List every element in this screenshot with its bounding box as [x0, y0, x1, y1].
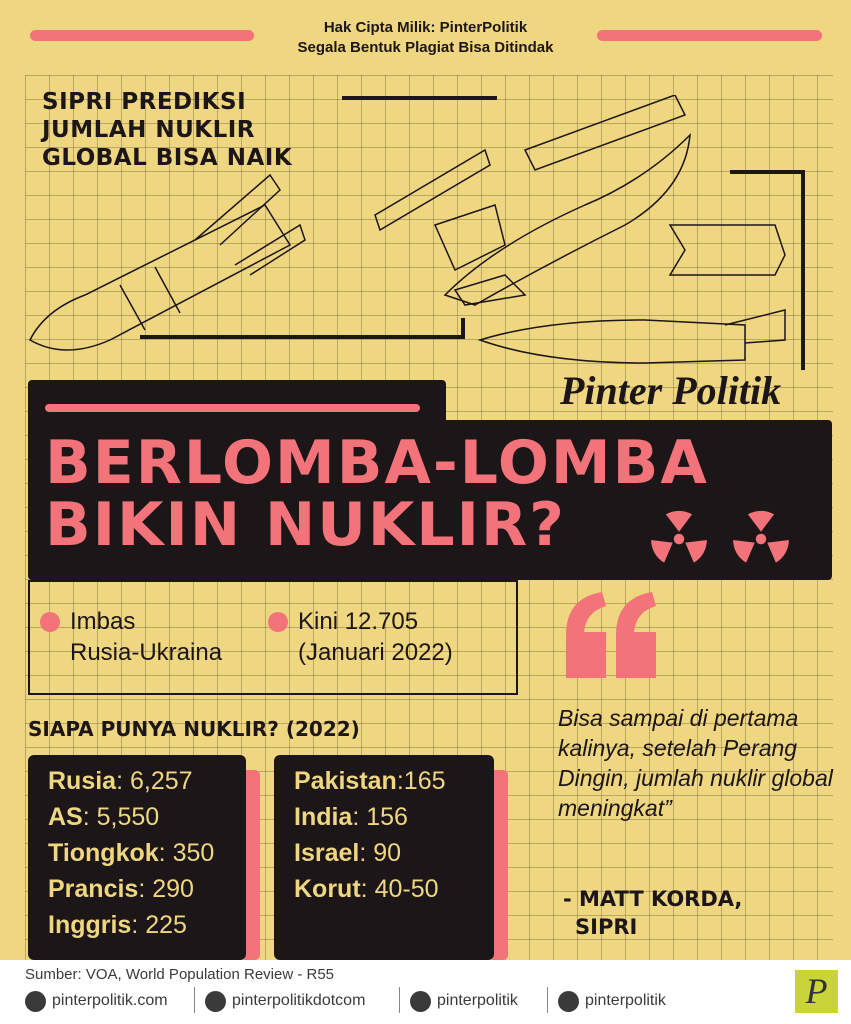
country-value: 290 [152, 875, 194, 903]
facebook-icon [205, 990, 226, 1012]
watermark: Pinter Politik [560, 368, 782, 413]
section-title: SIAPA PUNYA NUKLIR? (2022) [28, 717, 360, 741]
decor-line [801, 170, 805, 370]
country-name: Pakistan [294, 767, 397, 795]
author-line: SIPRI [575, 915, 638, 939]
title-line: BERLOMBA-LOMBA [45, 428, 709, 498]
bullet-dot-icon [268, 612, 288, 632]
country-value: 350 [172, 839, 215, 867]
source-text: Sumber: VOA, World Population Review - R… [25, 966, 335, 983]
subtitle-line: JUMLAH NUKLIR [42, 117, 256, 143]
rack-icon [374, 148, 491, 232]
title-line: BIKIN NUKLIR? [45, 490, 566, 560]
link-text: pinterpolitik [437, 992, 518, 1009]
country-row: India: 156 [294, 803, 408, 831]
country-name: Korut [294, 875, 361, 903]
decor-line [342, 96, 497, 100]
country-name: AS [48, 803, 83, 831]
twitter-icon [558, 990, 579, 1012]
bomb-icon [433, 133, 691, 306]
country-row: Tiongkok: 350 [48, 839, 215, 867]
copyright-notice: Hak Cipta Milik: PinterPolitik Segala Be… [0, 18, 851, 58]
bomb-illustrations [29, 95, 786, 364]
country-value: 40-50 [374, 875, 439, 903]
link-text: pinterpolitik [585, 992, 666, 1009]
country-name: India [294, 803, 353, 831]
country-value: 165 [403, 767, 446, 795]
pylon-icon [523, 95, 687, 171]
copyright-line: Segala Bentuk Plagiat Bisa Ditindak [297, 39, 554, 56]
country-value: 6,257 [130, 767, 193, 795]
quote-author: - MATT KORDA, SIPRI [563, 885, 742, 941]
bullet-dot-icon [40, 612, 60, 632]
radiation-icon [651, 510, 707, 563]
bullet-text: (Januari 2022) [298, 639, 453, 666]
radiation-icon [733, 510, 789, 563]
quote-mark-icon [566, 592, 656, 678]
bullet-text: Rusia-Ukraina [70, 639, 223, 666]
website-link[interactable]: pinterpolitik.com [25, 990, 168, 1012]
country-row: Rusia: 6,257 [48, 767, 193, 795]
decor-bar-right [597, 30, 822, 41]
subtitle: SIPRI PREDIKSI JUMLAH NUKLIR GLOBAL BISA… [42, 88, 292, 172]
instagram-icon [410, 990, 431, 1012]
author-line: - MATT KORDA, [563, 887, 743, 911]
country-row: Inggris: 225 [48, 911, 187, 939]
divider [399, 987, 400, 1013]
instagram-link[interactable]: pinterpolitik [410, 990, 518, 1012]
subtitle-line: GLOBAL BISA NAIK [42, 145, 293, 171]
country-row: Korut: 40-50 [294, 875, 439, 903]
decor-line [461, 318, 465, 339]
bomb-icon [477, 309, 786, 364]
country-name: Inggris [48, 911, 132, 939]
fin-icon [668, 224, 786, 276]
twitter-link[interactable]: pinterpolitik [558, 990, 666, 1012]
country-value: 156 [366, 803, 408, 831]
bullet-text: Imbas [70, 608, 136, 635]
country-value: 5,550 [96, 803, 160, 831]
main-title: BERLOMBA-LOMBA BIKIN NUKLIR? [45, 432, 709, 556]
divider [547, 987, 548, 1013]
quote-text: Bisa sampai di pertama kalinya, setelah … [558, 705, 833, 821]
title-underline [45, 404, 420, 412]
copyright-line: Hak Cipta Milik: PinterPolitik [323, 19, 528, 36]
pinterpolitik-logo: P [795, 970, 838, 1013]
bullet-box [28, 580, 518, 695]
divider [194, 987, 195, 1013]
decor-bar-left [30, 30, 254, 41]
country-row: Israel: 90 [294, 839, 402, 867]
bullet-text: Kini 12.705 [298, 608, 419, 635]
subtitle-line: SIPRI PREDIKSI [42, 89, 247, 115]
bullet-item: Kini 12.705 (Januari 2022) [268, 606, 453, 668]
country-card-right: Pakistan:165 India: 156 Israel: 90 Korut… [274, 755, 494, 960]
country-value: 90 [373, 839, 402, 867]
country-name: Tiongkok [48, 839, 159, 867]
country-name: Rusia [48, 767, 117, 795]
decor-line [730, 170, 805, 174]
bomb-icon [29, 173, 306, 351]
link-text: pinterpolitikdotcom [232, 992, 366, 1009]
link-text: pinterpolitik.com [52, 992, 168, 1009]
globe-icon [25, 990, 46, 1012]
country-name: Prancis [48, 875, 139, 903]
decor-line [140, 335, 465, 339]
country-row: Pakistan:165 [294, 767, 446, 795]
country-row: Prancis: 290 [48, 875, 194, 903]
facebook-link[interactable]: pinterpolitikdotcom [205, 990, 365, 1012]
country-row: AS: 5,550 [48, 803, 160, 831]
country-value: 225 [145, 911, 187, 939]
country-card-left: Rusia: 6,257 AS: 5,550 Tiongkok: 350 Pra… [28, 755, 246, 960]
country-name: Israel [294, 839, 360, 867]
